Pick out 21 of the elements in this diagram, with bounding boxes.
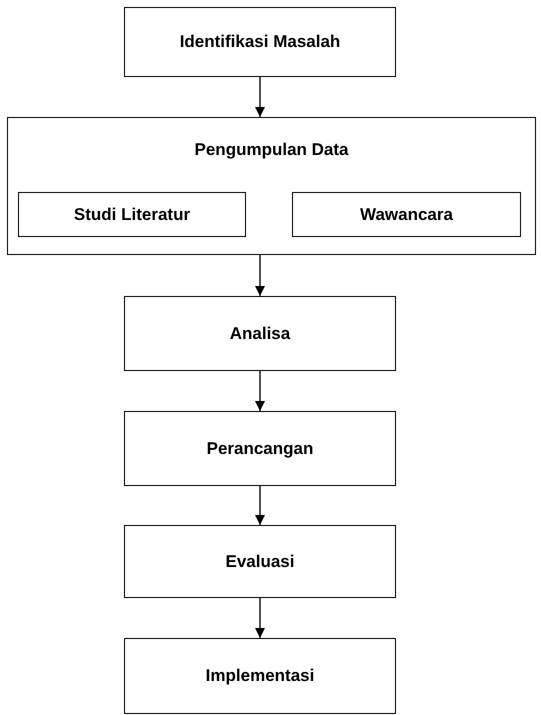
process-box xyxy=(18,192,246,237)
box-label: Evaluasi xyxy=(226,552,294,572)
process-box xyxy=(292,192,521,237)
box-label: Pengumpulan Data xyxy=(194,140,348,160)
process-box xyxy=(124,7,396,77)
arrow xyxy=(255,598,265,638)
process-box xyxy=(124,638,396,714)
box-label: Analisa xyxy=(230,324,290,344)
process-box xyxy=(124,411,396,486)
box-label: Studi Literatur xyxy=(74,204,190,224)
box-label: Perancangan xyxy=(206,438,314,458)
box-label: Wawancara xyxy=(360,204,453,224)
process-box xyxy=(124,525,396,598)
arrow xyxy=(255,486,265,525)
process-box xyxy=(124,296,396,371)
group-box xyxy=(7,117,536,255)
box-label: Implementasi xyxy=(206,666,314,686)
arrow xyxy=(255,77,265,117)
box-label: Identifikasi Masalah xyxy=(180,32,340,52)
arrow xyxy=(255,371,265,411)
arrow xyxy=(255,255,265,296)
